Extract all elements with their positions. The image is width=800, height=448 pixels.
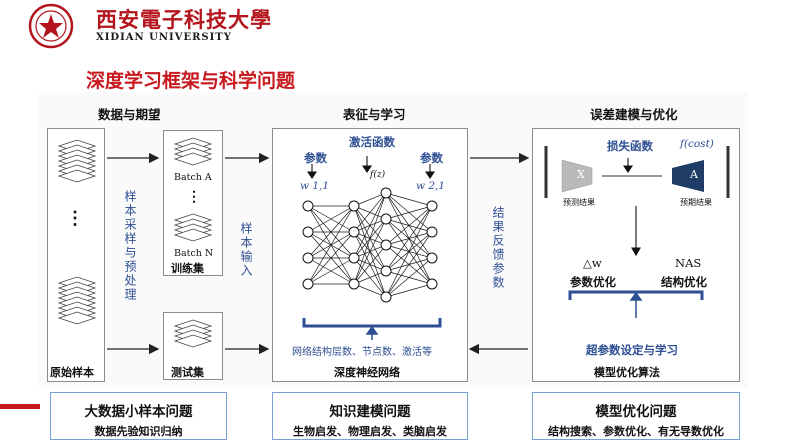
batch-ellipsis: ⋮ (187, 189, 201, 205)
train-set-label: 训练集 (171, 262, 204, 275)
column-header-data: 数据与期望 (98, 107, 161, 122)
left-accent-bar (0, 404, 40, 409)
university-name-en: XIDIAN UNIVERSITY (96, 32, 232, 43)
test-set-label: 测试集 (171, 366, 204, 379)
test-set-stack (173, 319, 213, 348)
summary-subtitle: 结构搜索、参数优化、有无导数优化 (548, 425, 724, 438)
param-left-label: 参数 (304, 151, 327, 165)
summary-box-optimization: 模型优化问题 结构搜索、参数优化、有无导数优化 (532, 392, 740, 440)
network-nodes (302, 187, 438, 303)
summary-subtitle: 生物启发、物理启发、类脑启发 (293, 425, 447, 438)
w-left-label: w 1,1 (300, 180, 330, 192)
network-bracket (302, 318, 442, 328)
batch-stacks (173, 137, 213, 242)
x-label: X (577, 168, 585, 181)
sampling-label: 样本采样与预处理 (123, 190, 137, 302)
a-caption: 预期结果 (680, 198, 712, 207)
nas-label: NAS (675, 256, 702, 270)
w-right-label: w 2,1 (416, 180, 446, 192)
neural-network-diagram (302, 156, 442, 340)
delta-w-label: △w (583, 256, 602, 270)
network-edges (307, 192, 433, 298)
param-right-label: 参数 (420, 151, 443, 165)
loss-label: 损失函数 (607, 139, 653, 153)
a-label: A (690, 168, 698, 181)
a-expected-shape (672, 160, 704, 192)
feedback-label: 结果反馈参数 (491, 206, 505, 290)
summary-box-data: 大数据小样本问题 数据先验知识归纳 (50, 392, 227, 440)
summary-title: 知识建模问题 (329, 404, 411, 420)
slide-header: 西安電子科技大學 XIDIAN UNIVERSITY (0, 0, 800, 52)
batch-a-label: Batch A (174, 172, 212, 183)
network-params-label: 网络结构层数、节点数、激活等 (292, 347, 432, 358)
column-header-representation: 表征与学习 (343, 107, 406, 122)
university-name-cn: 西安電子科技大學 (96, 7, 272, 32)
summary-title: 大数据小样本问题 (84, 404, 193, 420)
hyperparam-label: 超参数设定与学习 (586, 343, 678, 357)
activation-label: 激活函数 (349, 135, 395, 149)
summary-box-knowledge: 知识建模问题 生物启发、物理启发、类脑启发 (272, 392, 468, 440)
x-prediction-shape (561, 159, 593, 193)
raw-samples-ellipsis: ⋮ (66, 208, 84, 229)
university-seal-icon (28, 3, 74, 49)
struct-opt-label: 结构优化 (661, 275, 707, 289)
summary-subtitle: 数据先验知识归纳 (94, 425, 183, 438)
optimization-diagram (544, 146, 730, 318)
sample-stack-bottom (57, 276, 97, 325)
slide-title: 深度学习框架与科学问题 (86, 70, 296, 92)
x-caption: 预测结果 (563, 198, 595, 207)
fz-label: f(z) (370, 170, 386, 180)
input-label: 样本输入 (239, 222, 253, 278)
param-opt-label: 参数优化 (570, 275, 616, 289)
raw-samples-label: 原始样本 (50, 366, 94, 379)
network-name-label: 深度神经网络 (334, 366, 400, 379)
summary-title: 模型优化问题 (595, 404, 677, 420)
column-header-optimization: 误差建模与优化 (590, 107, 678, 122)
batch-n-stack (173, 213, 213, 242)
sample-stacks (57, 139, 97, 325)
batch-a-stack (173, 137, 213, 166)
sample-stack-top (57, 139, 97, 183)
fcost-label: f(cost) (680, 138, 714, 150)
batch-n-label: Batch N (174, 248, 214, 259)
algo-label: 模型优化算法 (594, 366, 660, 379)
